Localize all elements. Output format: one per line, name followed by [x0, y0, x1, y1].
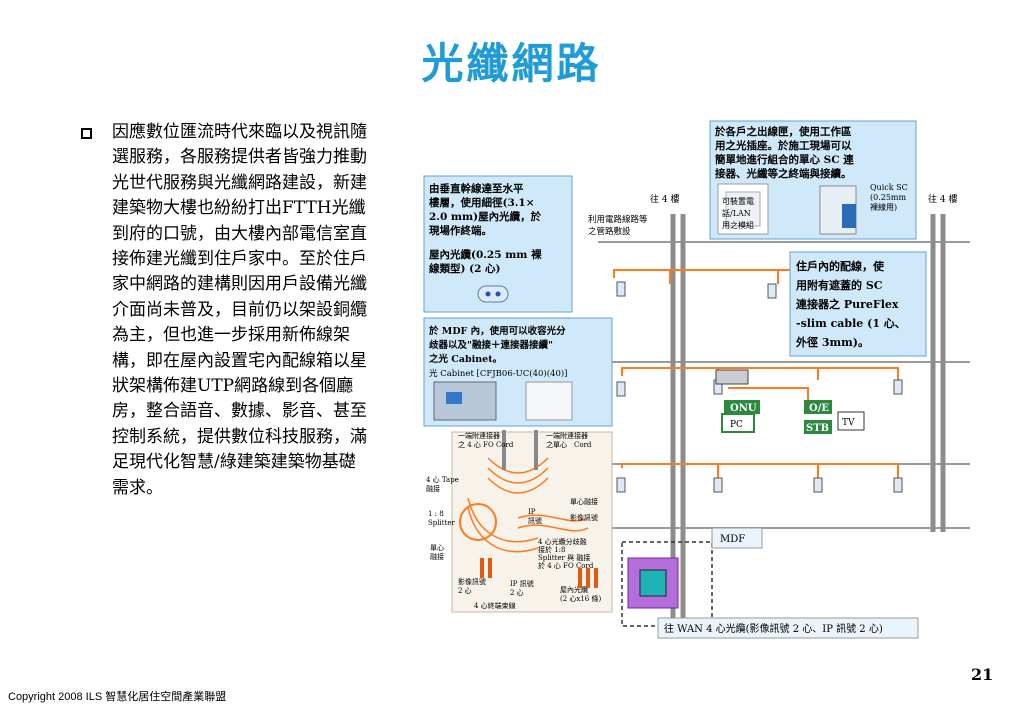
- mdf-label: MDF: [720, 534, 745, 545]
- callout-riser: 由垂直幹線達至水平 樓層，使用細徑(3.1× 2.0 mm)屋內光纜，於 現場作…: [423, 175, 573, 313]
- stb-label: STB: [806, 423, 829, 434]
- page-number: 21: [971, 665, 994, 684]
- slide-title: 光纖網路: [421, 39, 602, 88]
- bullet-square-icon: [81, 128, 92, 139]
- svg-text:一端附連接器 之 4 心 FO Cord: 一端附連接器 之 4 心 FO Cord 一端附連接器 之單心 Cord 4 心…: [426, 431, 603, 610]
- mdf-area: MDF 往 WAN 4 心光纜(影像訊號 2 心、IP 訊號 2 心): [621, 527, 919, 639]
- upper-floor-left-label: 往 4 樓: [650, 193, 679, 205]
- cabinet-internal: 一端附連接器 之 4 心 FO Cord 一端附連接器 之單心 Cord 4 心…: [426, 430, 613, 613]
- svg-text:於 MDF 內，使用可以收容光分 歧器以及"融接: 於 MDF 內，使用可以收容光分 歧器以及"融接＋連接器接續" 之光 Cabin…: [428, 325, 569, 365]
- callout-pureflex: 住戶內的配線，使 用附有遮蓋的 SC 連接器之 PureFlex -slim c…: [789, 251, 927, 357]
- oe-label: O/E: [809, 403, 829, 414]
- body-paragraph: 因應數位匯流時代來臨以及視訊隨選服務，各服務提供者皆強力推動光世代服務與光纖網路…: [112, 122, 367, 498]
- svg-text:可裝置電 話/LAN 用之模組: 可裝置電 話/LAN 用之模組: [722, 196, 757, 230]
- svg-text:光 Cabinet [CFJB06-UC(40)(40)]: 光 Cabinet [CFJB06-UC(40)(40)]: [429, 368, 568, 379]
- pc-label: PC: [730, 420, 743, 430]
- svg-text:於各戶之出線匣，使用工作區 用之光插座。於施工現: 於各戶之出線匣，使用工作區 用之光插座。於施工現場可以 簡單地進行組合的單心 S…: [714, 125, 857, 180]
- ftth-diagram: 於各戶之出線匣，使用工作區 用之光插座。於施工現場可以 簡單地進行組合的單心 S…: [418, 118, 970, 646]
- callout-outlet: 於各戶之出線匣，使用工作區 用之光插座。於施工現場可以 簡單地進行組合的單心 S…: [709, 120, 917, 240]
- onu-label: ONU: [730, 403, 757, 414]
- copyright-footer: Copyright 2008 ILS 智慧化居住空間產業聯盟: [8, 691, 227, 703]
- home-devices: ONU PC O/E STB TV: [715, 369, 865, 434]
- upper-floor-right-label: 往 4 樓: [928, 193, 957, 205]
- tv-label: TV: [842, 418, 855, 428]
- riser-note: 利用電路線路等 之管路敷設: [588, 214, 650, 237]
- wan-label: 往 WAN 4 心光纜(影像訊號 2 心、IP 訊號 2 心): [664, 622, 883, 635]
- svg-text:由垂直幹線達至水平 樓層，使用細徑(3.1×: 由垂直幹線達至水平 樓層，使用細徑(3.1× 2.0 mm)屋內光纜，於 現場作…: [429, 182, 545, 237]
- riser-cables: [670, 214, 946, 618]
- svg-text:Quick SC (0.25mm 裸: Quick SC (0.25mm 裸線用): [870, 183, 910, 212]
- callout-mdf-cabinet: 於 MDF 內，使用可以收容光分 歧器以及"融接＋連接器接續" 之光 Cabin…: [423, 317, 613, 427]
- svg-text:住戶內的配線，使 用附有遮蓋的 SC: 住戶內的配線，使 用附有遮蓋的 SC 連接器之 PureFlex -slim c…: [795, 259, 910, 349]
- svg-text:屋內光纜(0.25 mm 裸 線類型) (2 心: 屋內光纜(0.25 mm 裸 線類型) (2 心): [429, 248, 545, 275]
